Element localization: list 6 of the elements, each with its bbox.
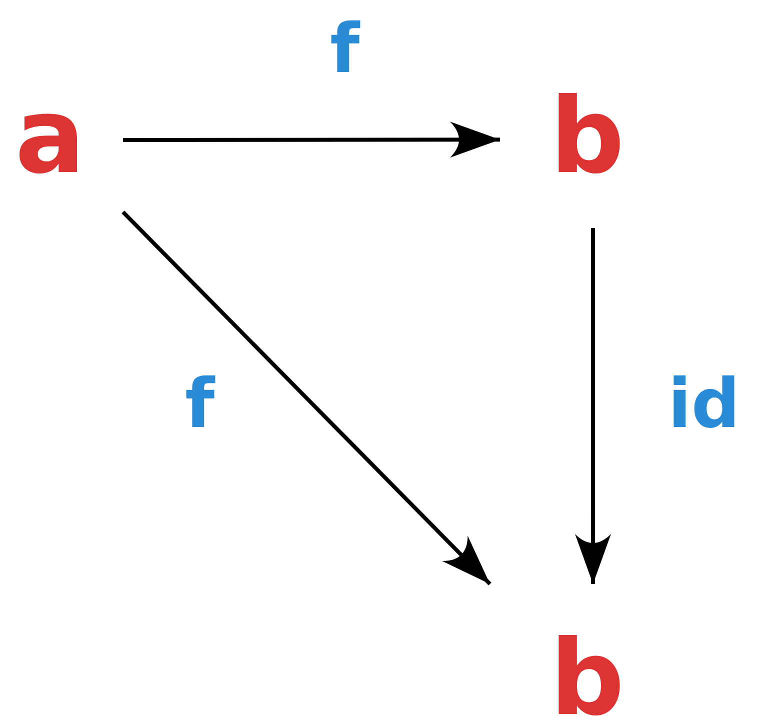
edge-label: f xyxy=(185,365,215,445)
node-label: b xyxy=(550,634,624,722)
edge-label: f xyxy=(330,10,360,90)
node-label: b xyxy=(550,92,624,180)
edge-label: id xyxy=(668,365,740,445)
node-label: a xyxy=(15,92,86,180)
